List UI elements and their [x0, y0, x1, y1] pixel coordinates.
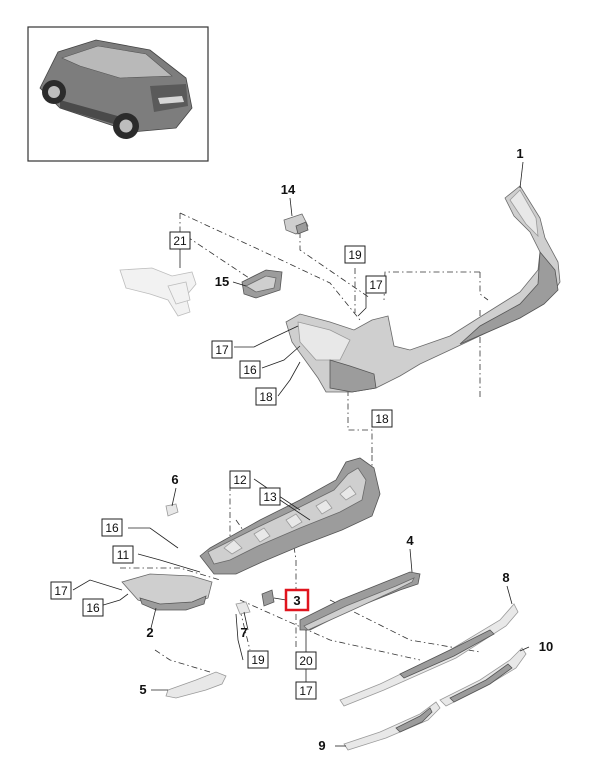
callout-9: 9	[318, 738, 325, 753]
callout-19-top: 19	[344, 245, 366, 264]
callout-10: 10	[539, 639, 553, 654]
callout-15: 15	[215, 274, 229, 289]
svg-text:17: 17	[369, 278, 383, 292]
svg-text:12: 12	[233, 473, 247, 487]
svg-text:17: 17	[54, 584, 68, 598]
svg-text:13: 13	[263, 490, 277, 504]
svg-text:18: 18	[375, 412, 389, 426]
callout-4: 4	[406, 533, 414, 548]
callout-16-upper-left: 16	[101, 518, 123, 537]
svg-text:20: 20	[299, 654, 313, 668]
part-10-trim	[439, 647, 527, 707]
callout-16-lower-left: 16	[82, 598, 104, 617]
callout-18-left: 18	[255, 387, 277, 406]
part-15-reflector	[241, 269, 283, 299]
svg-text:16: 16	[105, 521, 119, 535]
svg-text:16: 16	[243, 363, 257, 377]
part-2-extension	[121, 573, 213, 611]
callout-12: 12	[229, 470, 251, 489]
svg-text:16: 16	[86, 601, 100, 615]
part-3-cap	[261, 589, 275, 607]
vehicle-thumbnail	[27, 26, 209, 162]
callout-2: 2	[146, 625, 153, 640]
callout-17-left: 17	[50, 581, 72, 600]
callout-18-right: 18	[371, 409, 393, 428]
callout-13: 13	[259, 487, 281, 506]
callouts-boxed: 21 19 17 17 16 18 18 12	[50, 231, 393, 700]
callout-8: 8	[502, 570, 509, 585]
svg-text:17: 17	[299, 684, 313, 698]
part-7-clip	[235, 601, 251, 615]
part-bumper-cover	[285, 185, 561, 393]
svg-text:19: 19	[348, 248, 362, 262]
svg-text:17: 17	[215, 343, 229, 357]
callout-7: 7	[240, 625, 247, 640]
callout-19-bottom: 19	[247, 650, 269, 669]
callout-17-bottom: 17	[295, 681, 317, 700]
callout-20: 20	[295, 651, 317, 670]
callout-14: 14	[281, 182, 296, 197]
callouts-plain: 1 14 15 6 4 8 2 7 10 5 9	[139, 146, 553, 753]
callout-3-highlighted[interactable]: 3	[284, 588, 310, 612]
callout-6: 6	[171, 472, 178, 487]
callout-16-mid: 16	[239, 360, 261, 379]
svg-text:19: 19	[251, 653, 265, 667]
part-8-trim	[339, 603, 519, 707]
callout-1: 1	[516, 146, 523, 161]
part-14-bracket	[283, 213, 309, 235]
part-9-trim	[343, 701, 441, 751]
part-5-bracket	[165, 671, 227, 699]
svg-text:18: 18	[259, 390, 273, 404]
callout-21: 21	[169, 231, 191, 250]
part-carrier	[199, 457, 381, 575]
svg-text:21: 21	[173, 234, 187, 248]
callout-5: 5	[139, 682, 146, 697]
callout-11: 11	[112, 545, 134, 564]
svg-text:11: 11	[117, 548, 130, 562]
callout-17-mid: 17	[211, 340, 233, 359]
svg-text:3: 3	[293, 593, 300, 608]
part-4-diffuser	[299, 571, 421, 631]
callout-17-top: 17	[365, 275, 387, 294]
part-21-bracket	[119, 267, 197, 317]
